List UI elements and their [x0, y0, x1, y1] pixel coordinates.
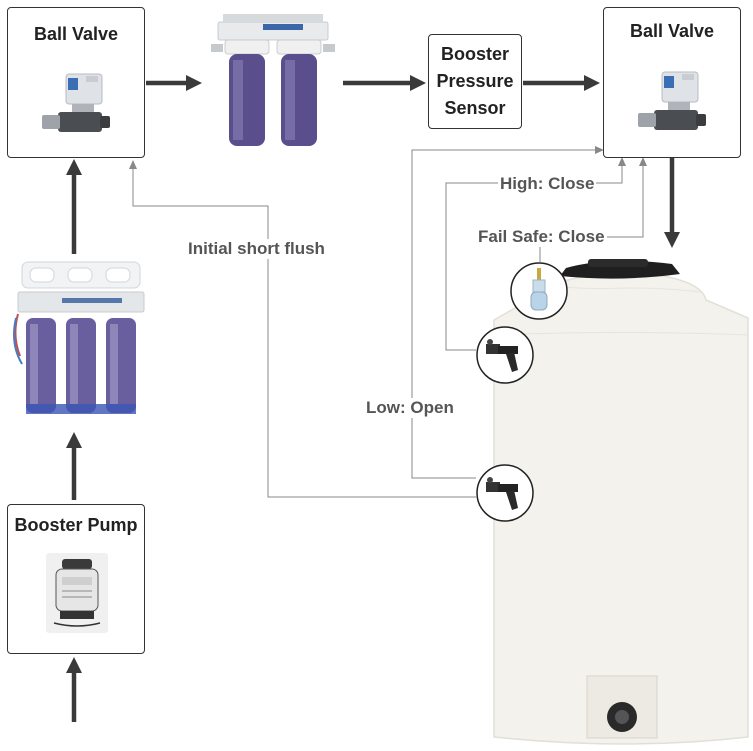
ball-valve-right-box: Ball Valve [603, 7, 741, 158]
booster-pressure-sensor-label: Booster Pressure Sensor [436, 41, 513, 122]
fail-safe-arrowhead [639, 157, 647, 166]
high-close-label: High: Close [498, 174, 597, 194]
sensor-label-line-2: Pressure [436, 71, 514, 91]
ro-filter-unit-image [13, 261, 145, 414]
high-close-arrowhead [618, 157, 626, 166]
flush-arrowhead [129, 160, 137, 169]
low-open-arrowhead [595, 146, 604, 154]
ball-valve-right-title: Ball Valve [629, 21, 715, 41]
float-switch-high-icon [476, 326, 534, 384]
low-open-line [411, 149, 596, 479]
ball-valve-icon [42, 73, 110, 132]
two-stage-filter-image [211, 14, 335, 146]
flush-line [132, 168, 476, 498]
fail-safe-close-label: Fail Safe: Close [476, 227, 607, 247]
booster-pump-icon [46, 553, 108, 633]
booster-pump-title: Booster Pump [14, 515, 138, 535]
sensor-label-line-3: Sensor [444, 98, 506, 118]
low-open-label: Low: Open [364, 398, 456, 418]
booster-pump-box: Booster Pump [7, 504, 145, 654]
booster-pressure-sensor-box: Booster Pressure Sensor [428, 34, 522, 129]
initial-flush-label: Initial short flush [188, 239, 325, 259]
high-close-line [445, 165, 623, 351]
ball-valve-left-title: Ball Valve [33, 24, 119, 44]
ball-valve-icon [638, 71, 706, 130]
float-sensor-icon [510, 262, 568, 320]
float-switch-low-icon [476, 464, 534, 522]
ball-valve-left-box: Ball Valve [7, 7, 145, 158]
sensor-label-line-1: Booster [440, 44, 509, 64]
